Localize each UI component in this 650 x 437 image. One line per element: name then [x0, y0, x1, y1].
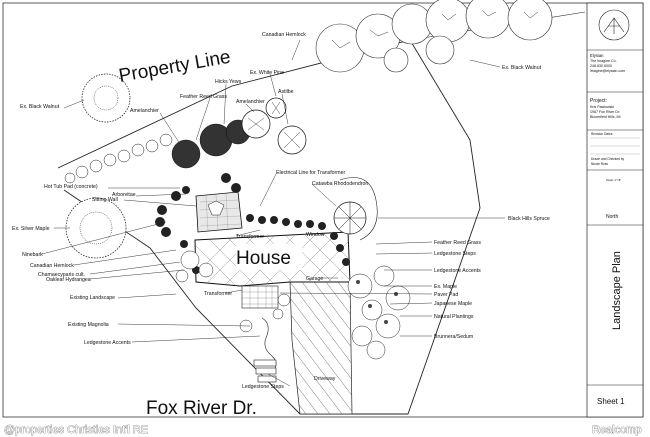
ledgestone-steps — [253, 317, 277, 383]
label-ledgestone-accents-right: Ledgestone Accents — [434, 268, 481, 274]
title-scale: Scale: 1"=8' — [606, 178, 621, 182]
label-ledgestone-accents-left: Ledgestone Accents — [84, 340, 131, 346]
label-hicks-yews: Hicks Yews — [215, 79, 242, 85]
label-existing-magnolia: Existing Magnolia — [68, 322, 109, 328]
label-ex-black-walnut-left: Ex. Black Walnut — [20, 104, 60, 110]
label-existing-landscape: Existing Landscape — [70, 295, 115, 301]
label-window: Window — [306, 232, 325, 238]
label-amelanchier-2: Amelanchier — [130, 108, 159, 114]
leader-lines — [41, 39, 505, 387]
label-electrical-line: Electrical Line for Transformer — [276, 170, 345, 176]
existing-landscape — [175, 250, 291, 333]
silver-maple — [65, 197, 127, 259]
title-revision-label: Revision Dates — [591, 132, 613, 136]
yew-cluster — [171, 119, 251, 169]
watermark-left: @properties Christies Int'l RE — [4, 424, 148, 436]
label-brunnera-sedum: Brunnera/Sedum — [434, 334, 473, 340]
hot-tub-pad — [195, 191, 243, 233]
label-canadian-hemlock-top: Canadian Hemlock — [262, 32, 306, 38]
title-company: Elysian — [590, 53, 604, 58]
label-ninebark: Ninebark — [22, 252, 43, 258]
house-label: House — [236, 248, 291, 269]
paver-pad — [241, 285, 279, 309]
canopy-trees — [315, 0, 553, 73]
label-transformer-bottom: Transformer — [204, 291, 232, 297]
amelanchier-trees — [241, 97, 307, 155]
house-footprint — [194, 231, 351, 287]
title-project-line-2: 1987 Fox River Dr. — [590, 110, 620, 114]
label-astilbe: Astilbe — [278, 89, 294, 95]
title-sheet-number: Sheet 1 — [597, 397, 625, 406]
label-transformer-top: Transformer — [236, 234, 264, 240]
label-oakleaf-hydrangea: Oakleaf Hydrangea — [46, 277, 91, 283]
title-project-line-1: Kris Pawlowski — [590, 105, 614, 109]
label-chamaecyparis: Chamaecyparis cult. — [38, 272, 85, 278]
watermark-right: Realcomp — [592, 424, 642, 436]
label-ex-black-walnut-right: Ex. Black Walnut — [502, 65, 542, 71]
label-feather-reed-grass-right: Feather Reed Grass — [434, 240, 481, 246]
label-japanese-maple: Japanese Maple — [434, 301, 472, 307]
title-project-line-3: Bloomfield Hills, MI — [590, 115, 621, 119]
label-arborvitae: Arborvitae — [112, 192, 136, 198]
label-black-hills-spruce: Black Hills Spruce — [508, 216, 550, 222]
title-company-line-2: 248.830.5000 — [590, 64, 612, 68]
title-project-label: Project: — [590, 98, 607, 104]
label-garage: Garage — [306, 276, 323, 282]
label-driveway: Driveway — [314, 376, 336, 382]
label-ledgestone-steps-bottom: Ledgestone Steps — [242, 384, 284, 390]
label-amelanchier-1: Amelanchier — [236, 99, 265, 105]
street-label: Fox River Dr. — [146, 398, 257, 419]
title-plan-name: Landscape Plan — [611, 251, 623, 330]
label-hot-tub-pad: Hot Tub Pad (concrete) — [44, 184, 98, 190]
black-hills-spruce — [333, 177, 378, 241]
label-feather-reed-grass-top: Feather Reed Grass — [180, 94, 227, 100]
company-logo — [598, 9, 630, 41]
title-company-line-1: The Imagine Co. — [590, 59, 617, 63]
title-drawn-line-1: Drawn and Checked by — [591, 157, 625, 161]
label-canadian-hemlock-left: Canadian Hemlock — [30, 263, 74, 269]
shrub-row — [64, 133, 173, 184]
label-catawba-rhododendron: Catawba Rhododendron — [312, 181, 368, 187]
title-drawn-line-2: Nicole Ross — [591, 162, 608, 166]
label-natural-plantings: Natural Plantings — [434, 314, 474, 320]
natural-plantings — [347, 265, 411, 360]
label-sitting-wall: Sitting Wall — [92, 197, 118, 203]
label-ledgestone-steps-right: Ledgestone Steps — [434, 251, 476, 257]
foundation-plantings — [155, 173, 350, 274]
label-ex-silver-maple: Ex. Silver Maple — [12, 226, 50, 232]
title-block: Elysian The Imagine Co. 248.830.5000 ima… — [586, 2, 644, 418]
label-ex-white-pine: Ex. White Pine — [250, 70, 284, 76]
title-company-line-3: imagine@elysian.com — [590, 69, 625, 73]
label-ex-maple: Ex. Maple — [434, 284, 457, 290]
title-north: North — [606, 214, 618, 220]
black-walnut-left — [81, 73, 131, 123]
label-paver-pad: Paver Pad — [434, 292, 458, 298]
